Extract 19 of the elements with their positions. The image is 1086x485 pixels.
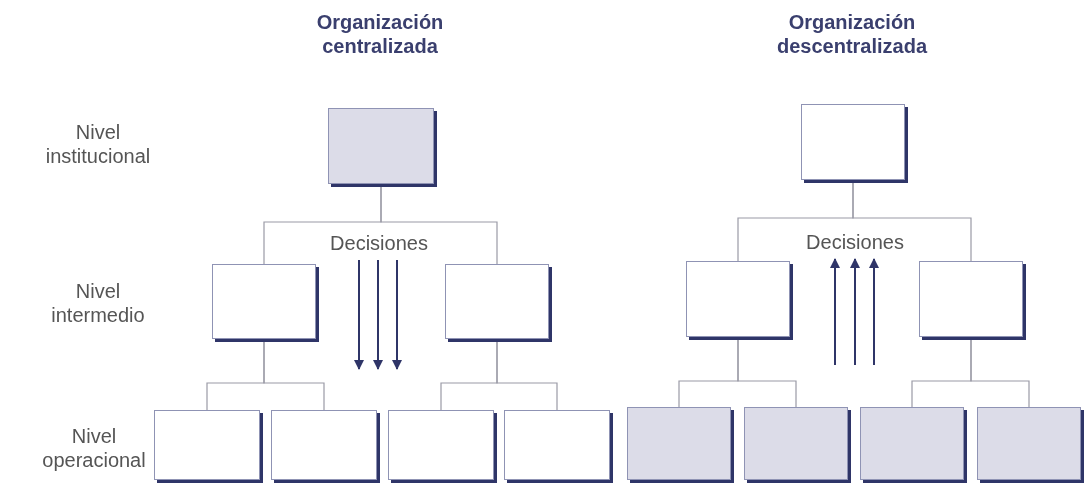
org-box (328, 108, 434, 184)
level-label: Nivel intermedio (50, 279, 146, 327)
level-label: Nivel operacional (41, 424, 147, 472)
org-box (388, 410, 494, 480)
org-box (686, 261, 790, 337)
org-box (801, 104, 905, 180)
org-box (977, 407, 1081, 480)
chart-title: Organización centralizada (315, 10, 445, 58)
org-box (919, 261, 1023, 337)
org-box (504, 410, 610, 480)
level-label: Nivel institucional (44, 120, 152, 168)
chart-title: Organización descentralizada (775, 10, 929, 58)
org-box (860, 407, 964, 480)
org-box (154, 410, 260, 480)
org-box (744, 407, 848, 480)
org-box (445, 264, 549, 339)
org-box (627, 407, 731, 480)
org-box (271, 410, 377, 480)
org-box (212, 264, 316, 339)
